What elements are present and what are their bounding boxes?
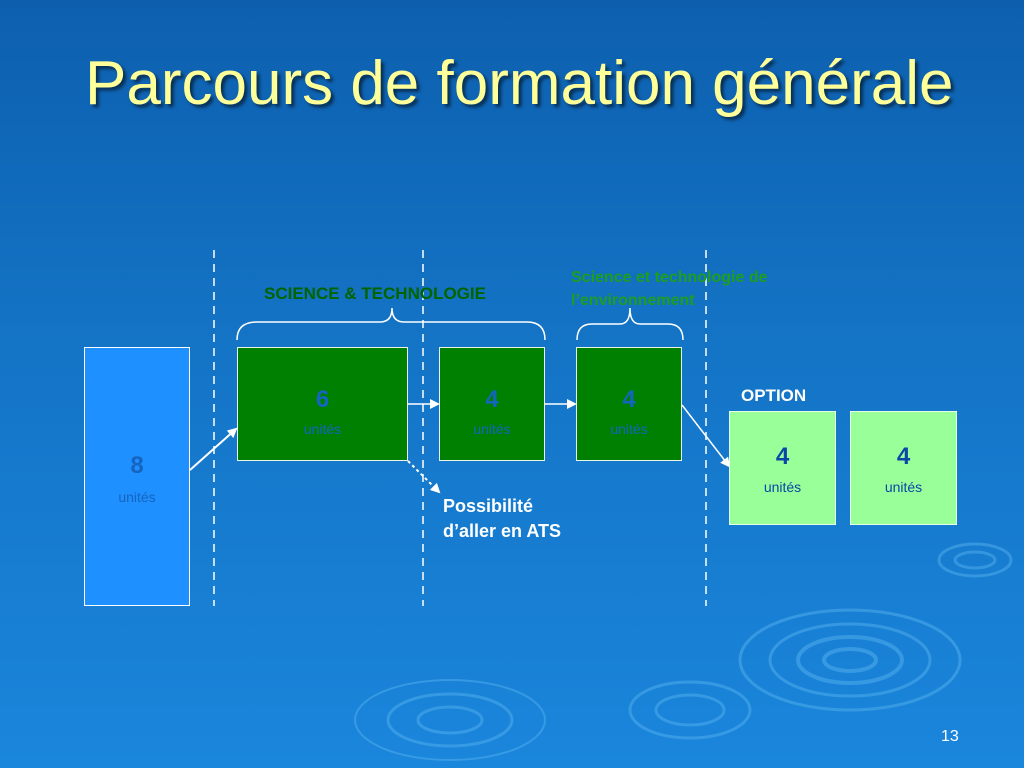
arrow-ste-to-option: [681, 404, 731, 468]
ripple-decoration: [354, 542, 1013, 761]
units-value: 6: [315, 386, 330, 413]
units-value: 4: [622, 386, 636, 413]
arrow-start-to-st: [189, 427, 238, 471]
st-units-box-1: 6 unités: [237, 347, 408, 461]
option-units-box-2: 4 unités: [850, 411, 957, 525]
dashed-separators: [213, 250, 707, 606]
environnement-brace: [576, 307, 684, 341]
environnement-label-line1: Science et technologie de: [571, 269, 768, 286]
ats-note: Possibilité d’aller en ATS: [443, 494, 561, 544]
ste-units-box: 4 unités: [576, 347, 682, 461]
units-value: 4: [896, 443, 911, 470]
units-value: 8: [130, 452, 144, 479]
environnement-label: Science et technologie de l’environnemen…: [571, 266, 768, 312]
units-value: 4: [485, 386, 499, 413]
units-label: unités: [884, 479, 923, 495]
units-label: unités: [303, 421, 342, 437]
ats-note-line1: Possibilité: [443, 496, 534, 516]
ats-note-line2: d’aller en ATS: [443, 521, 562, 541]
science-technologie-label: SCIENCE & TECHNOLOGIE: [264, 284, 486, 303]
units-label: unités: [763, 479, 802, 495]
option-label: OPTION: [741, 386, 807, 405]
units-label: unités: [610, 421, 648, 437]
environnement-label-line2: l’environnement: [571, 292, 695, 309]
science-technologie-brace: [236, 307, 546, 341]
start-units-box: 8 unités: [84, 347, 190, 606]
slide-title: Parcours de formation générale: [85, 49, 954, 118]
units-label: unités: [473, 421, 511, 437]
option-units-box-1: 4 unités: [729, 411, 836, 525]
units-label: unités: [118, 489, 156, 505]
units-value: 4: [775, 443, 790, 470]
page-number: 13: [941, 728, 959, 745]
arrow-to-ats: [407, 460, 441, 494]
st-units-box-2: 4 unités: [439, 347, 545, 461]
